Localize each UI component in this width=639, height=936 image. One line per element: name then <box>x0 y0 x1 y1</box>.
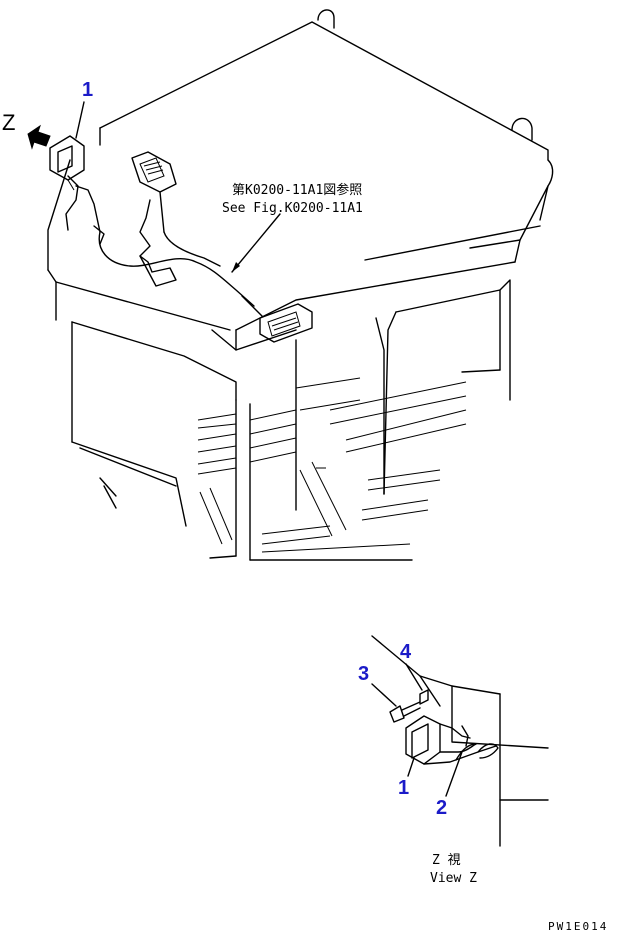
callout-main-1: 1 <box>82 79 93 101</box>
view-z-detail <box>371 635 549 847</box>
view-caption-jp: Z 視 <box>432 853 461 868</box>
callout-detail-2-leader <box>445 751 463 797</box>
callout-detail-3: 3 <box>358 663 369 685</box>
work-lamp-left <box>49 135 101 233</box>
view-marker: Z <box>2 110 15 135</box>
work-lamp-front <box>241 295 313 343</box>
callout-detail-4-leader <box>405 663 423 691</box>
reference-en: See Fig.K0200-11A1 <box>222 201 363 216</box>
view-caption-en: View Z <box>430 871 477 886</box>
view-z-arrow <box>27 124 51 150</box>
callout-detail-4: 4 <box>400 641 412 663</box>
cab-outline <box>47 9 554 561</box>
callout-main-1-leader <box>75 101 85 139</box>
work-lamp-middle <box>131 151 177 257</box>
reference-jp: 第K0200-11A1図参照 <box>232 182 362 198</box>
callout-detail-1: 1 <box>398 777 409 799</box>
drawing-code: PW1E014 <box>548 920 608 933</box>
reference-leader-arrowhead <box>232 262 240 272</box>
callout-detail-3-leader <box>371 683 397 707</box>
wiring-harness <box>93 225 255 307</box>
callout-detail-1-leader <box>407 757 415 777</box>
callout-detail-2: 2 <box>436 797 447 819</box>
reference-leader <box>231 213 281 273</box>
